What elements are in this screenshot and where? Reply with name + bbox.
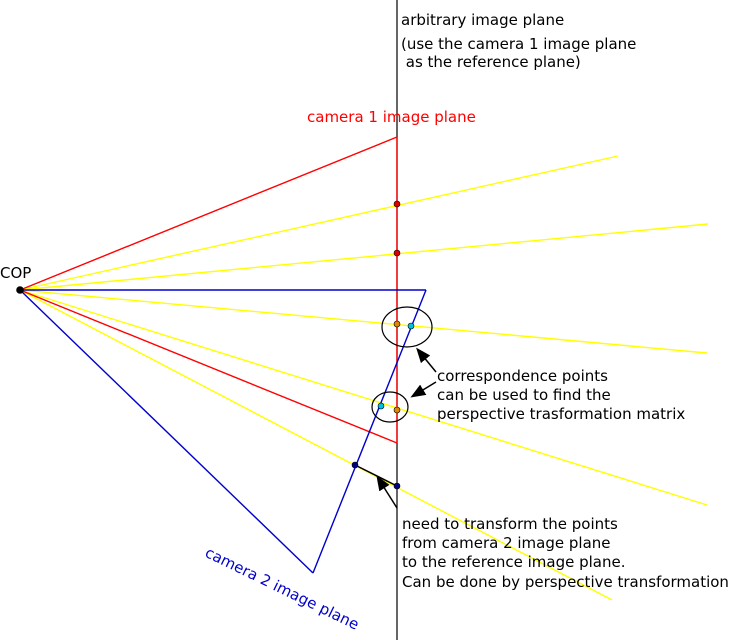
ray-1 [19, 155, 619, 291]
correspondence-label-3: perspective trasformation matrix [437, 405, 685, 423]
point-orange-1 [393, 320, 401, 328]
transform-label-1: need to transform the points [402, 515, 618, 533]
transform-label-2: from camera 2 image plane [402, 534, 611, 552]
camera-2-label: camera 2 image plane [202, 543, 362, 633]
cop-label: COP [0, 264, 31, 282]
camera-2-plane [312, 289, 427, 574]
arrow-to-transform-segment [376, 475, 398, 509]
point-blue-2 [393, 482, 401, 490]
correspondence-label-2: can be used to find the [437, 386, 611, 404]
correspondence-ellipse-upper [381, 306, 433, 348]
transform-segment [354, 464, 396, 486]
camera-1-top-edge [19, 136, 398, 291]
transform-label-3: to the reference image plane. [402, 553, 625, 571]
projection-rays [19, 155, 709, 601]
camera-2-bottom-edge [19, 289, 314, 574]
camera-1-label: camera 1 image plane [307, 108, 476, 126]
correspondence-label-1: correspondence points [437, 367, 608, 385]
point-red-1 [393, 200, 401, 208]
ray-2 [19, 223, 709, 291]
ray-3 [19, 289, 708, 354]
arrow-to-upper-ellipse [416, 347, 437, 373]
cop-point [16, 286, 24, 294]
camera-2-image-plane [19, 289, 427, 574]
arrow-to-lower-ellipse [410, 381, 437, 398]
point-cyan-2 [377, 402, 385, 410]
point-blue-1 [351, 461, 359, 469]
correspondence-ellipse-lower [371, 391, 409, 423]
camera-1-bottom-edge [19, 289, 398, 444]
ray-5 [19, 289, 613, 601]
ray-4 [19, 289, 708, 506]
points [16, 200, 415, 490]
point-cyan-1 [407, 322, 415, 330]
transform-label-4: Can be done by perspective transformatio… [402, 573, 729, 591]
arbitrary-plane-label-2: (use the camera 1 image plane [401, 35, 636, 53]
arbitrary-plane-label-3: as the reference plane) [401, 53, 581, 71]
arbitrary-plane-label-1: arbitrary image plane [401, 11, 564, 29]
point-red-2 [393, 249, 401, 257]
point-orange-2 [393, 406, 401, 414]
